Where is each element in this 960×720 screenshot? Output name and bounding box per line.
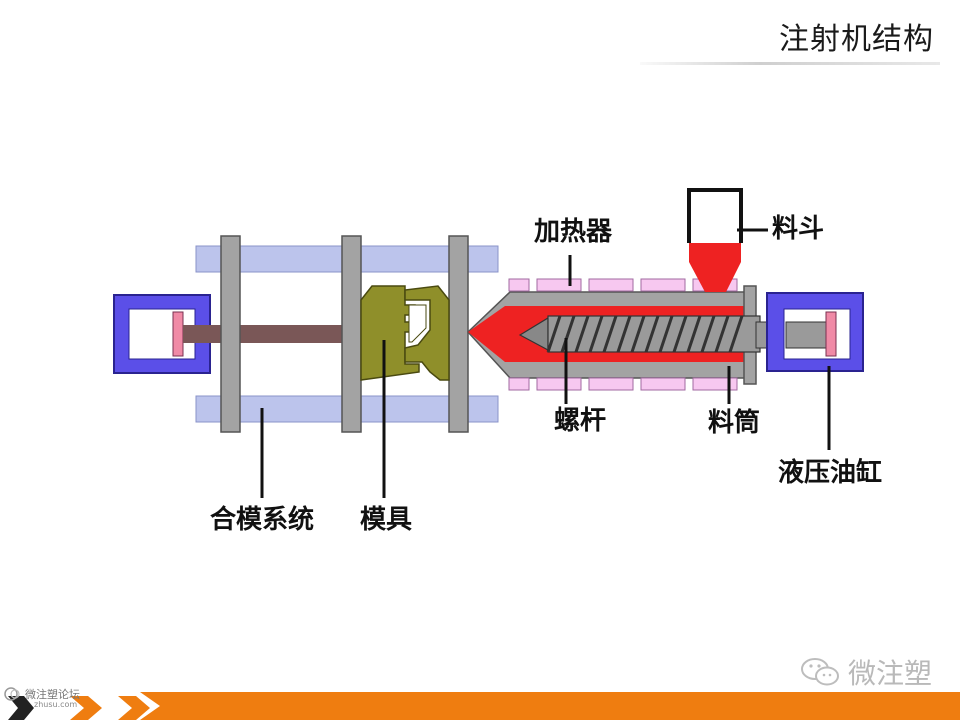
rear-platen (220, 235, 241, 433)
clamp-piston-rod (183, 325, 361, 343)
screw (518, 315, 761, 353)
barrel-label: 料筒 (708, 408, 761, 438)
leader-lines (260, 228, 831, 498)
hydraulic-cylinder-label: 液压油缸 (778, 458, 883, 488)
forum-logo: 微注塑论坛 zhusu.com (4, 686, 80, 709)
forum-logo-name: 微注塑论坛 (25, 688, 80, 701)
mold-label: 模具 (360, 505, 413, 535)
mold-fixed-half (404, 285, 450, 381)
heater-bands-bottom (508, 377, 738, 391)
watermark-text: 微注塑 (847, 657, 932, 690)
fixed-platen (448, 235, 469, 433)
wechat-watermark: 微注塑 (800, 652, 932, 692)
clamp-piston (172, 311, 184, 357)
screw-label: 螺杆 (554, 406, 607, 436)
slide-title: 注射机结构 (779, 22, 934, 57)
hopper-outline (687, 188, 743, 243)
forum-logo-site: zhusu.com (34, 700, 78, 709)
hopper-pellets (689, 243, 741, 292)
footer-chevrons (0, 692, 182, 720)
forum-logo-icon (4, 687, 20, 701)
injection-piston (825, 311, 837, 357)
injection-piston-rod (785, 321, 827, 349)
clamping-system-label: 合模系统 (210, 505, 315, 535)
heater-label: 加热器 (534, 217, 613, 247)
title-divider (640, 62, 940, 65)
moving-platen (341, 235, 362, 433)
wechat-icon (800, 658, 839, 686)
mold-cavity (408, 304, 427, 343)
hopper-label: 料斗 (772, 214, 825, 244)
